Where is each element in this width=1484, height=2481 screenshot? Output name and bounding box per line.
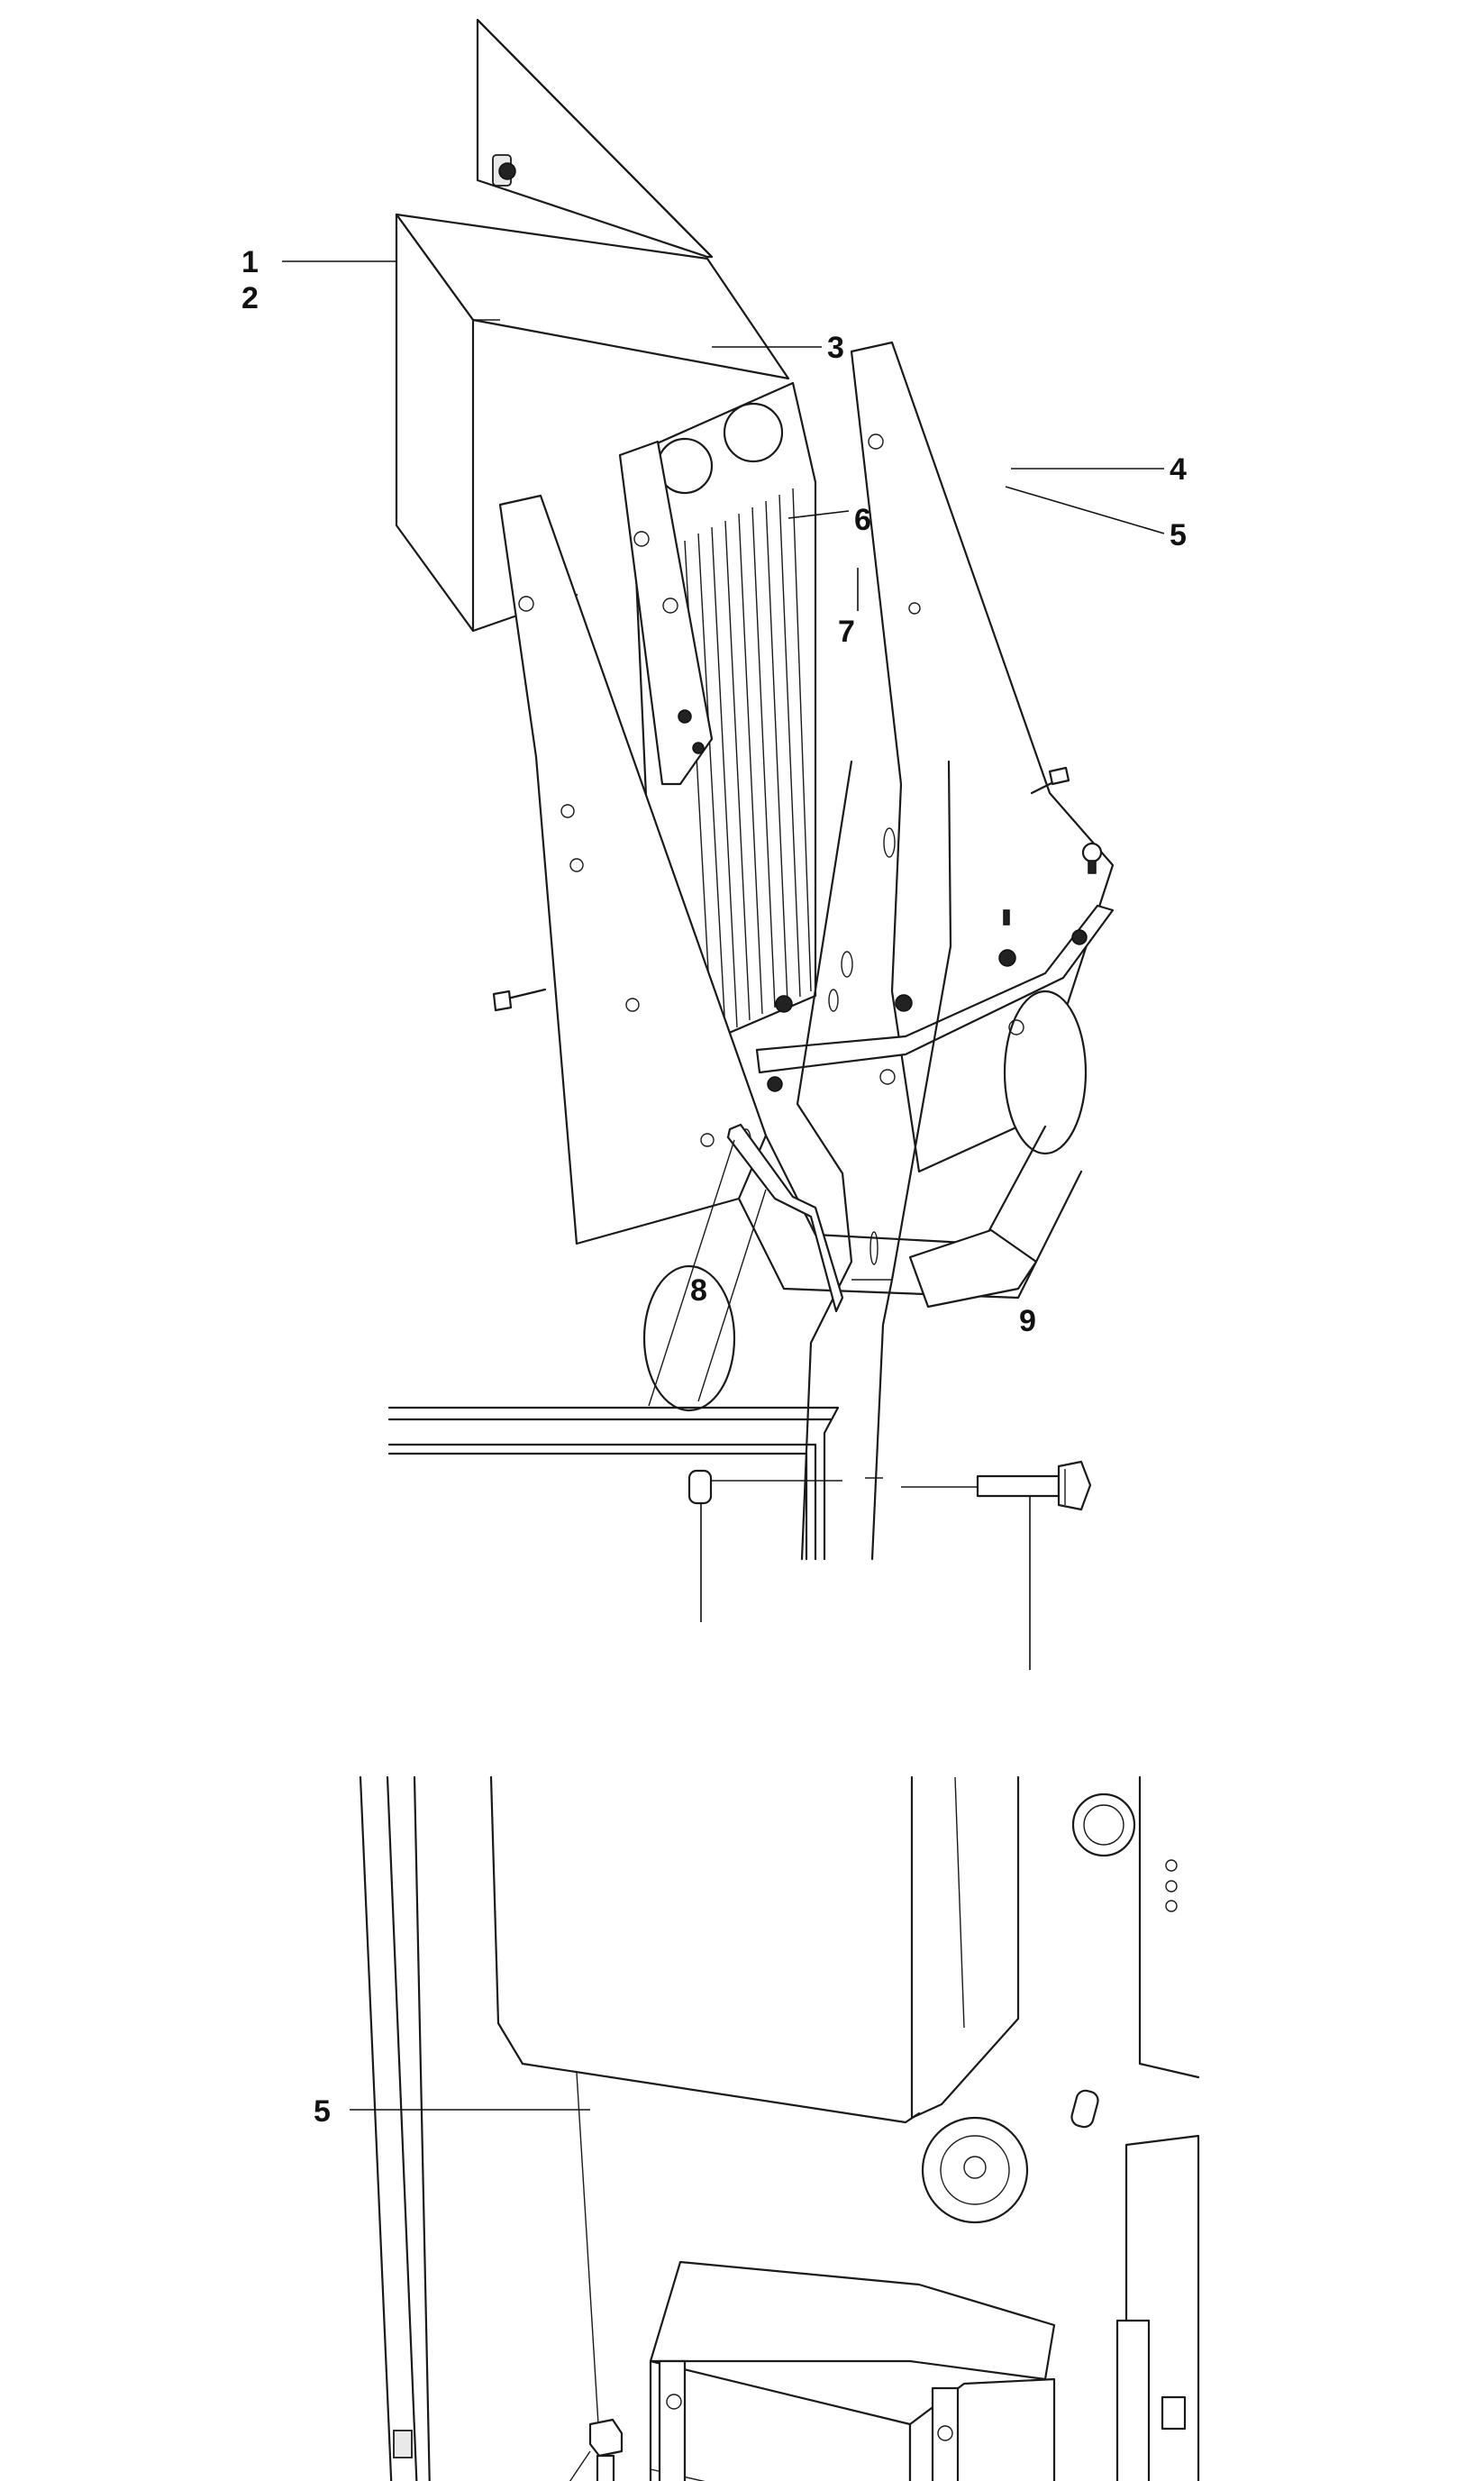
mounting-bracket <box>618 440 714 786</box>
ground-stud <box>1070 2089 1099 2129</box>
hardware-top <box>492 766 1103 1013</box>
callout-1: 1 <box>241 245 259 279</box>
bumper-pad <box>908 1228 1038 1309</box>
bolt <box>901 1460 1092 1511</box>
wheel-plate-left <box>642 1264 736 1412</box>
bottom-panel-drawing <box>359 1775 1200 2481</box>
hinge-upper <box>393 2430 413 2458</box>
wheel-plate-right <box>1003 990 1088 1155</box>
mounting-bolt <box>588 2418 624 2481</box>
top-panel-leaders <box>282 260 1165 611</box>
gusset <box>726 1123 844 1313</box>
callout-5-bottom: 5 <box>314 2094 331 2129</box>
callout-3: 3 <box>827 331 844 365</box>
middle-panel-drawing <box>387 760 1092 1561</box>
callout-7: 7 <box>838 615 855 649</box>
hinge-pin <box>687 1469 713 1505</box>
cooling-fan-right <box>723 402 784 463</box>
callout-labels: 1 2 3 4 5 6 7 8 9 5 <box>241 245 1187 2129</box>
module-strap-left <box>658 2359 687 2481</box>
callout-4: 4 <box>1170 452 1187 487</box>
callout-2: 2 <box>241 281 259 315</box>
module-strap-right <box>931 2386 960 2481</box>
contactor-housing <box>910 1775 1020 2120</box>
middle-frame-left-edge <box>796 760 853 1561</box>
callout-6: 6 <box>854 503 871 537</box>
callout-9: 9 <box>1019 1304 1036 1338</box>
middle-panel-leaders <box>700 1496 1031 1670</box>
enclosure-top-edge <box>387 1406 840 1561</box>
electronic-module-top <box>649 2260 1056 2381</box>
callout-5-top: 5 <box>1170 518 1187 552</box>
callout-8: 8 <box>690 1273 707 1308</box>
top-panel-drawing <box>395 18 1115 1412</box>
cable-gland <box>921 2116 1029 2224</box>
electronic-module-front <box>649 2359 912 2481</box>
cable-gland-upper <box>1071 1792 1136 1857</box>
